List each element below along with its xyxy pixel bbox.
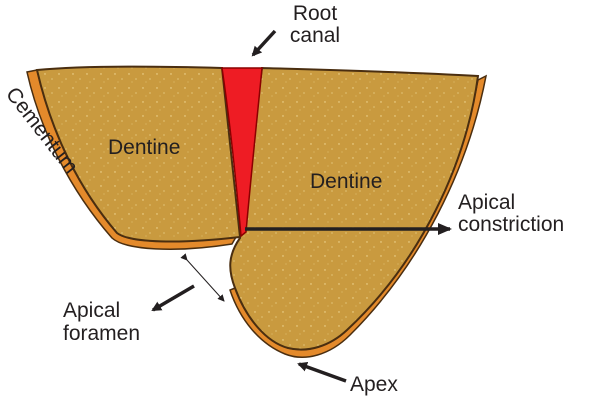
right-dentine-section	[229, 66, 488, 358]
apex-arrow	[297, 362, 347, 383]
apical-constriction-label-line2: constriction	[458, 213, 564, 236]
apical-foramen-label-line2: foramen	[63, 322, 140, 345]
apex-label: Apex	[350, 373, 398, 396]
dentine-left-label: Dentine	[108, 136, 180, 159]
right-dentine	[229, 66, 480, 351]
left-dentine	[35, 65, 242, 243]
left-dentine-section	[26, 65, 242, 250]
root-canal-arrow	[251, 29, 277, 57]
root-canal-label-line2: canal	[290, 24, 340, 47]
apical-foramen-arrow	[151, 284, 195, 312]
root-canal	[221, 67, 263, 238]
apical-constriction-label-line1: Apical	[458, 191, 515, 214]
dentine-right-label: Dentine	[310, 170, 382, 193]
apical-foramen-label-line1: Apical	[63, 299, 120, 322]
root-canal-label-line1: Root	[293, 2, 338, 25]
apical-foramen-width-indicator	[180, 253, 225, 302]
